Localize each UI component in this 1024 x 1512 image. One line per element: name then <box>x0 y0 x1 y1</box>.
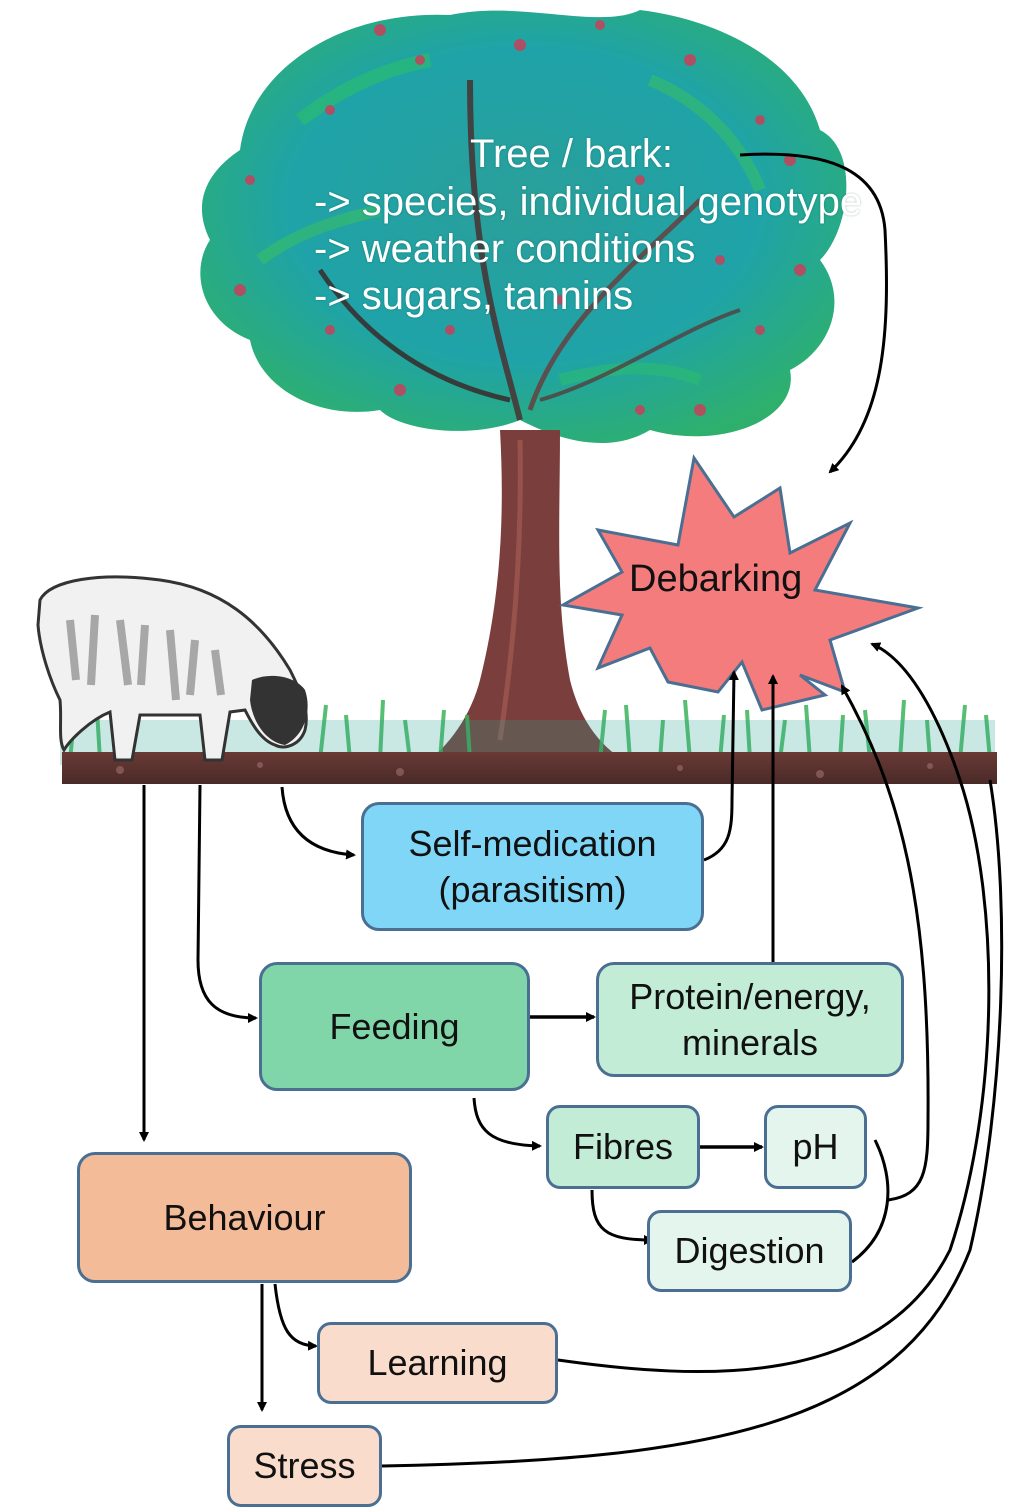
soil-texture <box>116 762 933 778</box>
sheep-illustration <box>36 575 308 762</box>
node-protein-line2: minerals <box>681 1021 819 1063</box>
arrow-fibres-to-digestion <box>590 1189 654 1245</box>
node-learning-label: Learning <box>367 1342 508 1383</box>
tree-factor: -> sugars, tannins <box>314 274 634 318</box>
arrow-feeding-to-fibres <box>472 1097 542 1151</box>
node-stress-label: Stress <box>253 1445 356 1486</box>
arrow-tree-to-debarking <box>739 152 888 474</box>
node-fibres: Fibres <box>546 1105 700 1189</box>
tree-factor: -> species, individual genotype <box>314 180 863 224</box>
node-digestion: Digestion <box>647 1210 852 1292</box>
node-behaviour-label: Behaviour <box>163 1196 326 1238</box>
debarking-label: Debarking <box>629 558 803 600</box>
arrow-ph-digestion-to-debarking <box>840 684 930 1202</box>
soil-strip <box>62 752 997 784</box>
node-self-medication-line2: (parasitism) <box>438 868 627 910</box>
node-protein-line1: Protein/energy, <box>629 975 871 1017</box>
node-self-medication-line1: Self-medication <box>408 822 657 864</box>
node-learning: Learning <box>317 1322 558 1404</box>
arrow-behaviour-to-learning <box>273 1283 318 1351</box>
trunk-texture <box>497 439 523 741</box>
arrow-to-self-medication <box>280 786 356 860</box>
node-digestion-label: Digestion <box>674 1230 825 1271</box>
arrow-stress-to-debarking <box>381 779 1004 1468</box>
tree-factor: -> weather conditions <box>314 227 696 271</box>
node-behaviour: Behaviour <box>77 1152 412 1283</box>
node-feeding-label: Feeding <box>329 1005 460 1047</box>
node-stress: Stress <box>227 1425 382 1507</box>
arrow-learning-to-debarking <box>557 642 991 1374</box>
node-fibres-label: Fibres <box>572 1126 674 1167</box>
arrow-self-medication-to-debarking <box>703 670 739 862</box>
tree-trunk-illustration <box>410 430 640 770</box>
debarking-starburst <box>558 454 924 712</box>
node-feeding: Feeding <box>259 962 530 1091</box>
node-ph: pH <box>764 1105 867 1189</box>
node-self-medication: Self-medication(parasitism) <box>361 802 704 931</box>
bracket-ph-digestion <box>851 1139 890 1264</box>
tree-title: Tree / bark: <box>470 132 674 176</box>
node-ph-label: pH <box>792 1126 839 1167</box>
arrow-to-feeding <box>196 784 258 1023</box>
node-protein-energy-minerals: Protein/energy,minerals <box>596 962 904 1077</box>
tree-canopy-illustration <box>200 10 847 443</box>
